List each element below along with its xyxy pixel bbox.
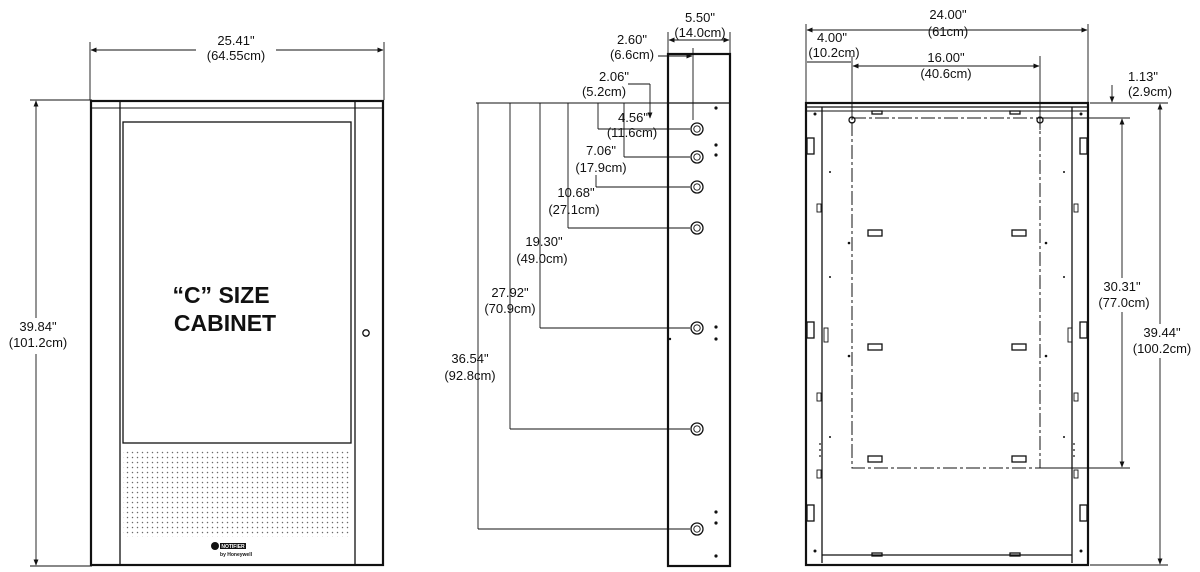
mounting-pattern (851, 117, 1041, 469)
brand-logo-text: NOTIFIER (221, 544, 245, 550)
front-cabinet-outline (89, 99, 385, 567)
side-depth-cm: (14.0cm) (674, 25, 725, 40)
knockout-holes (690, 122, 704, 536)
back-height-inches: 39.44" (1143, 325, 1181, 340)
back-top-offset-cm: (2.9cm) (1128, 84, 1172, 99)
front-view: 25.41" (64.55cm) 39.84" (101.2cm) “C” SI… (4, 33, 385, 567)
cabinet-size-label: “C” SIZE (172, 282, 269, 308)
knockout-2-inches: 7.06" (586, 143, 616, 158)
brand-logo: NOTIFIER by Honeywell (211, 542, 253, 558)
front-width-cm: (64.55cm) (207, 48, 266, 63)
front-height-cm: (101.2cm) (9, 335, 68, 350)
brand-logo-subtext: by Honeywell (220, 552, 253, 558)
door-lock-icon (362, 329, 370, 337)
keyhole-icons (848, 116, 1044, 130)
side-top-inches: 2.06" (599, 69, 629, 84)
front-width-inches: 25.41" (217, 33, 255, 48)
back-screw-dots (813, 112, 1083, 553)
knockout-1-inches: 4.56" (618, 110, 648, 125)
front-door-window (122, 121, 352, 444)
side-top-cm: (5.2cm) (582, 84, 626, 99)
back-cabinet-outline (804, 101, 1090, 567)
side-cabinet-outline (666, 52, 732, 568)
front-vent-grill (123, 449, 351, 537)
side-hinge-tabs (806, 137, 1088, 522)
cabinet-type-label: CABINET (174, 310, 276, 336)
back-left-offset-cm: (10.2cm) (808, 45, 859, 60)
back-view: 24.00" (61cm) 4.00" (10.2cm) 16.00" (40.… (804, 7, 1198, 567)
back-mount-height-inches: 30.31" (1103, 279, 1141, 294)
side-offset-inches: 2.60" (617, 32, 647, 47)
side-offset-cm: (6.6cm) (610, 47, 654, 62)
front-height-inches: 39.84" (19, 319, 57, 334)
knockout-3-cm: (27.1cm) (548, 202, 599, 217)
knockout-3-inches: 10.68" (557, 185, 595, 200)
side-screw-dots (668, 106, 718, 558)
knockout-4-inches: 19.30" (525, 234, 563, 249)
back-left-offset-inches: 4.00" (817, 30, 847, 45)
back-width-cm: (61cm) (928, 24, 968, 39)
knockout-6-inches: 36.54" (451, 351, 489, 366)
mounting-slots (867, 110, 1027, 557)
back-mount-width-cm: (40.6cm) (920, 66, 971, 81)
knockout-2-cm: (17.9cm) (575, 160, 626, 175)
back-height-cm: (100.2cm) (1133, 341, 1192, 356)
side-depth-inches: 5.50" (685, 10, 715, 25)
side-view: 5.50" (14.0cm) 2.60" (6.6cm) 2.06" (5.2c… (444, 10, 732, 568)
back-mount-height-cm: (77.0cm) (1098, 295, 1149, 310)
back-width-inches: 24.00" (929, 7, 967, 22)
back-mount-width-inches: 16.00" (927, 50, 965, 65)
back-top-offset-inches: 1.13" (1128, 69, 1158, 84)
knockout-6-cm: (92.8cm) (444, 368, 495, 383)
knockout-1-cm: (11.6cm) (607, 125, 657, 140)
knockout-4-cm: (49.0cm) (516, 251, 567, 266)
